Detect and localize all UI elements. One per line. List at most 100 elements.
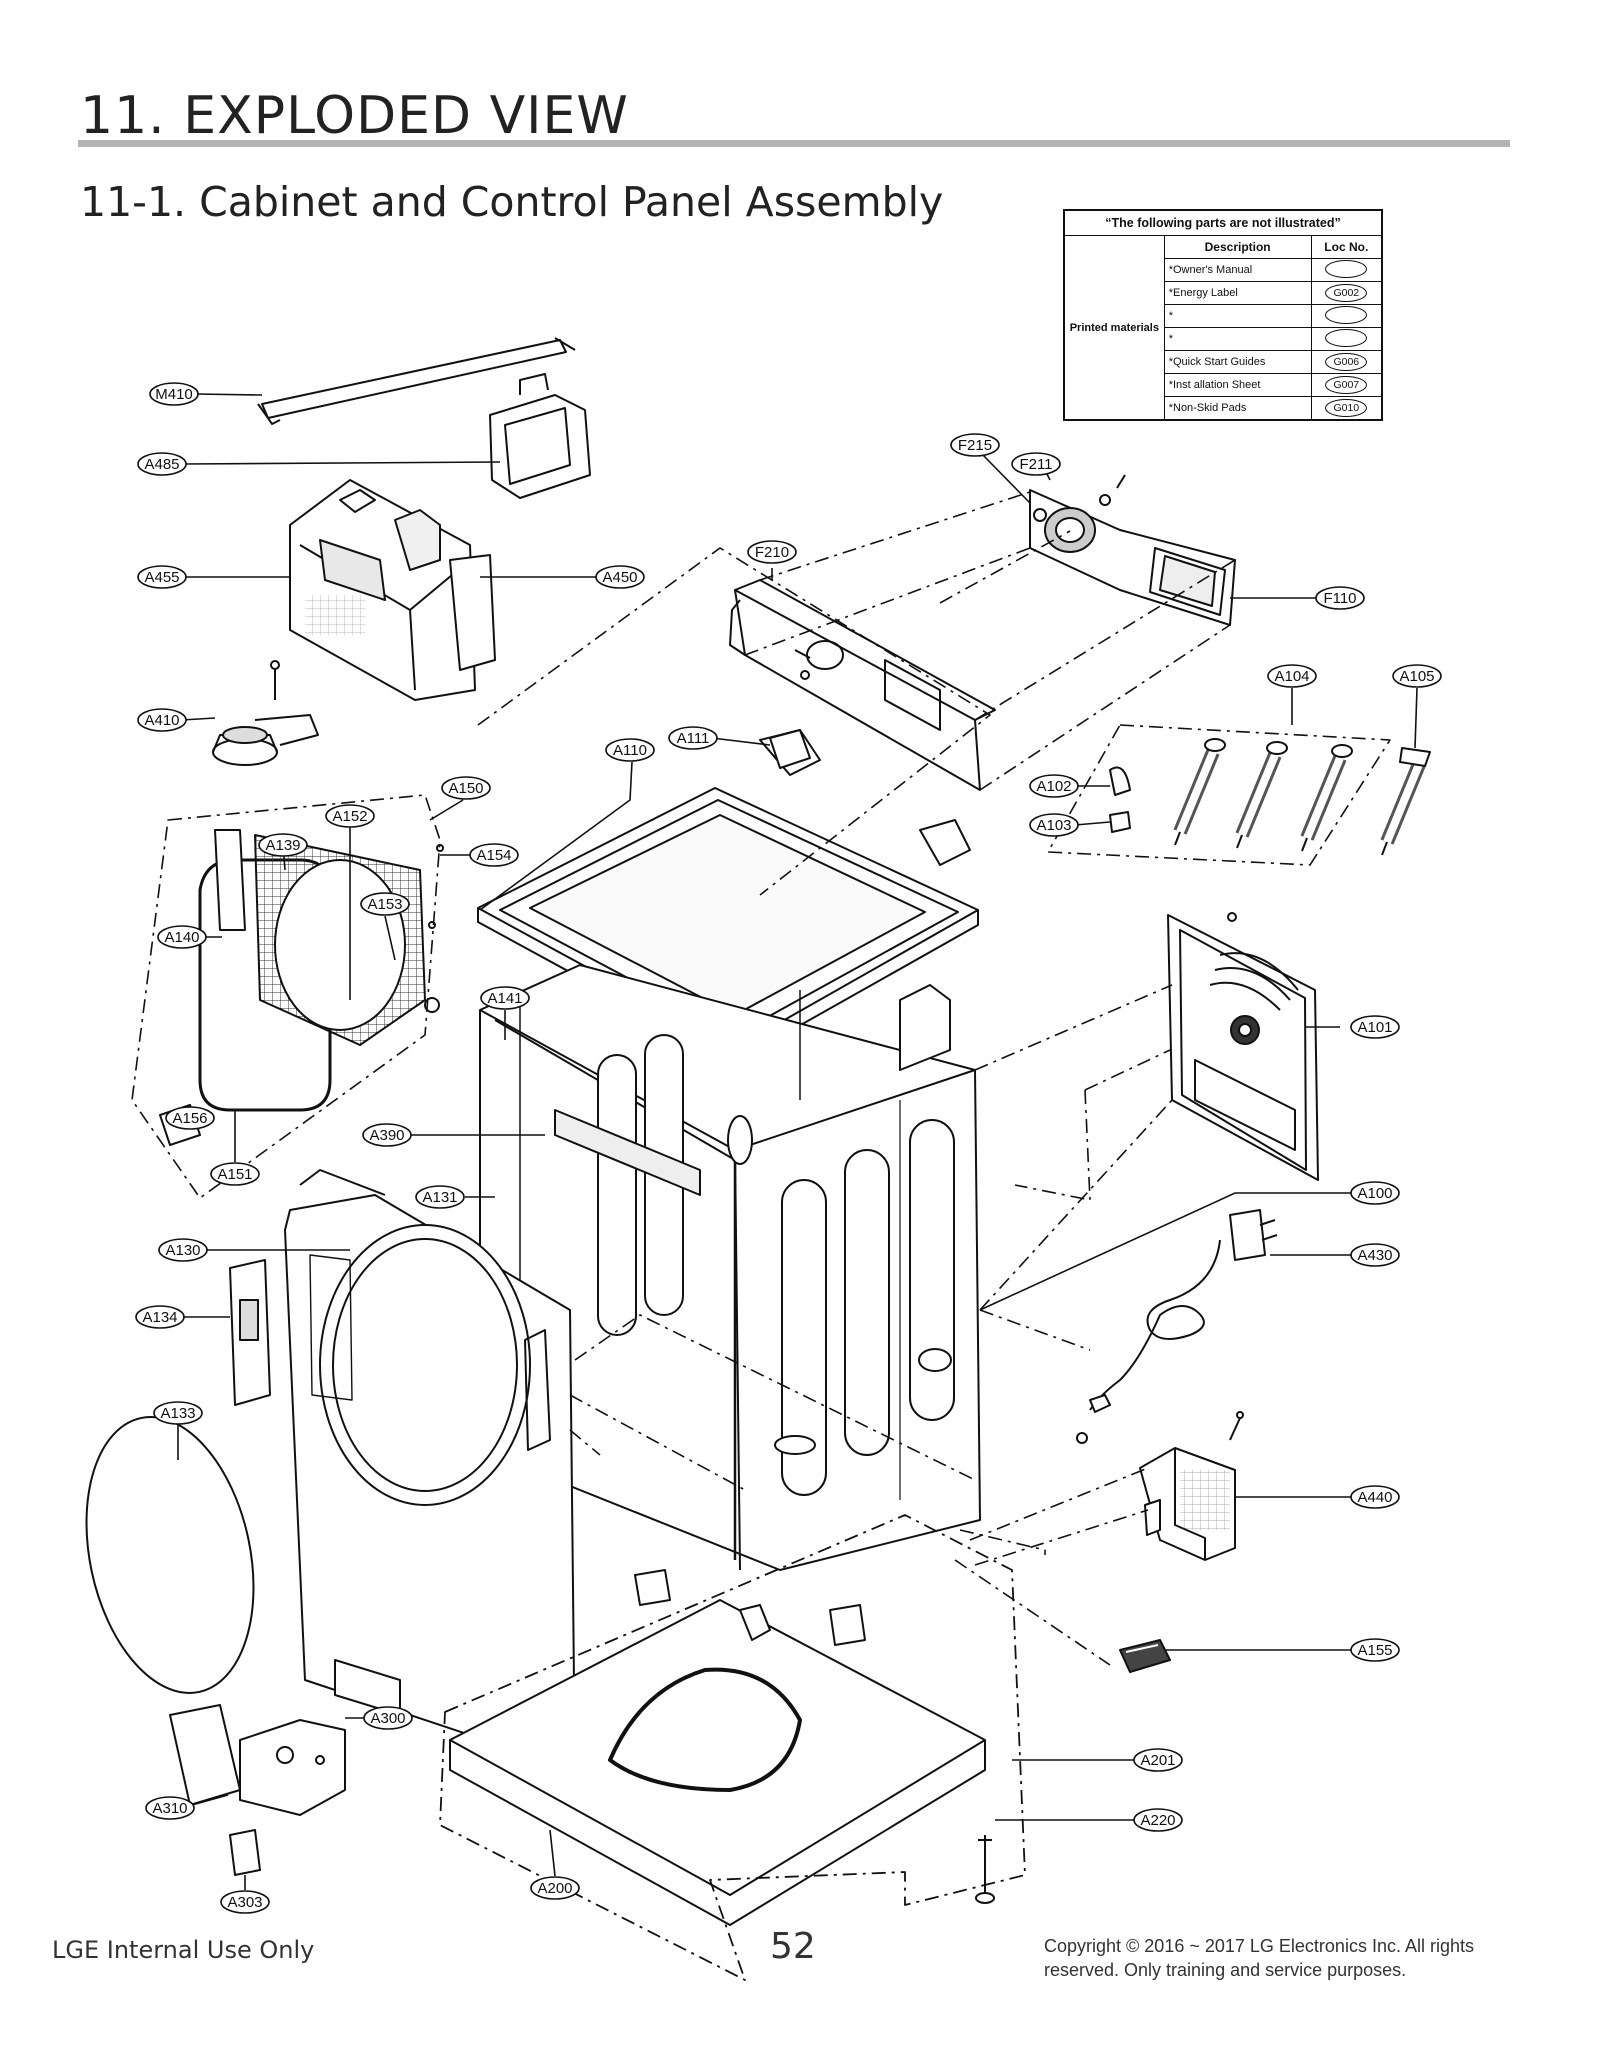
copyright-notice: Copyright © 2016 ~ 2017 LG Electronics I… <box>1044 1934 1564 1982</box>
callout-label: A455 <box>144 569 179 586</box>
loc-oval: G010 <box>1325 399 1368 417</box>
callout-a105: A105 <box>1392 664 1442 688</box>
callout-a140: A140 <box>157 925 207 949</box>
callout-label: A102 <box>1036 778 1071 795</box>
callout-label: A140 <box>164 929 199 946</box>
callout-a104: A104 <box>1267 664 1317 688</box>
callout-a103: A103 <box>1029 813 1079 837</box>
callout-f210: F210 <box>747 540 797 564</box>
callout-label: A100 <box>1357 1185 1392 1202</box>
callout-label: A200 <box>537 1880 572 1897</box>
callout-a485: A485 <box>137 452 187 476</box>
callout-a139: A139 <box>258 833 308 857</box>
parts-not-illustrated-table: “The following parts are not illustrated… <box>1063 209 1383 421</box>
noise-filter-guide-lines <box>954 1467 1149 1666</box>
callout-label: A153 <box>367 896 402 913</box>
callout-a154: A154 <box>469 843 519 867</box>
callout-label: A155 <box>1357 1642 1392 1659</box>
callout-a310: A310 <box>145 1796 195 1820</box>
callout-label: F210 <box>755 544 789 561</box>
callout-label: A440 <box>1357 1489 1392 1506</box>
col-header-description: Description <box>1163 235 1312 259</box>
table-row: *Energy Label G002 <box>1064 281 1383 305</box>
callout-label: A220 <box>1140 1812 1175 1829</box>
callout-label: A105 <box>1399 668 1434 685</box>
callout-a220: A220 <box>1133 1808 1183 1832</box>
loc-oval: G002 <box>1325 284 1368 302</box>
callout-a430: A430 <box>1350 1243 1400 1267</box>
callout-a455: A455 <box>137 565 187 589</box>
row-desc: *Non-Skid Pads <box>1163 396 1312 421</box>
section-title: 11-1. Cabinet and Control Panel Assembly <box>80 178 944 226</box>
callout-label: A485 <box>144 456 179 473</box>
callout-label: A201 <box>1140 1752 1175 1769</box>
door-hinge-part <box>229 1259 271 1406</box>
callout-a450: A450 <box>595 565 645 589</box>
row-desc: *Quick Start Guides <box>1163 350 1312 374</box>
pcb-bracket-part <box>489 373 591 499</box>
callout-label: A310 <box>152 1800 187 1817</box>
callout-a201: A201 <box>1133 1748 1183 1772</box>
filter-assembly-part <box>169 1704 346 1876</box>
callout-a390: A390 <box>362 1123 412 1147</box>
callout-label: A133 <box>160 1405 195 1422</box>
callout-label: A430 <box>1357 1247 1392 1264</box>
page-number: 52 <box>770 1926 816 1967</box>
callout-f215: F215 <box>950 433 1000 457</box>
table-group-label: Printed materials <box>1063 235 1165 421</box>
base-frame-part <box>439 1514 1026 1981</box>
cabinet-part <box>479 964 981 1571</box>
row-desc: * <box>1163 327 1312 351</box>
table-row: * <box>1064 304 1383 328</box>
callout-f211: F211 <box>1011 452 1061 476</box>
callout-label: A104 <box>1274 668 1309 685</box>
callout-a410: A410 <box>137 708 187 732</box>
loc-oval <box>1325 259 1368 278</box>
door-glass-part <box>85 1416 255 1694</box>
table-row: *Non-Skid Pads G010 <box>1064 396 1383 421</box>
callout-label: M410 <box>155 386 193 403</box>
title-divider <box>78 140 1510 147</box>
clip-parts <box>1109 766 1131 833</box>
callout-label: A151 <box>217 1166 252 1183</box>
callout-a133: A133 <box>153 1401 203 1425</box>
copyright-line-2: reserved. Only training and service purp… <box>1044 1960 1407 1980</box>
table-caption: “The following parts are not illustrated… <box>1063 209 1383 236</box>
callout-a303: A303 <box>220 1890 270 1914</box>
row-desc: *Energy Label <box>1163 281 1312 305</box>
callout-a440: A440 <box>1350 1485 1400 1509</box>
callout-a110: A110 <box>605 738 655 762</box>
callout-a200: A200 <box>530 1876 580 1900</box>
callout-a155: A155 <box>1350 1638 1400 1662</box>
callout-a130: A130 <box>158 1238 208 1262</box>
callout-label: A410 <box>144 712 179 729</box>
noise-filter-part <box>1139 1411 1244 1561</box>
base-guide-lines <box>569 1314 976 1491</box>
callout-label: F211 <box>1019 456 1052 473</box>
callout-label: A139 <box>265 837 300 854</box>
callout-label: A154 <box>476 847 511 864</box>
base-screw-part <box>975 1835 995 1904</box>
callout-label: A141 <box>487 990 522 1007</box>
callout-a156: A156 <box>165 1106 215 1130</box>
callout-label: A303 <box>227 1894 262 1911</box>
callout-label: A156 <box>172 1110 207 1127</box>
power-cord-part <box>1076 1209 1278 1444</box>
leveling-feet-part <box>1047 724 1431 866</box>
callout-a111: A111 <box>668 726 718 750</box>
page-title: 11. EXPLODED VIEW <box>80 86 629 146</box>
top-holder-part <box>769 729 811 769</box>
loc-oval: G007 <box>1325 376 1368 394</box>
callout-a102: A102 <box>1029 774 1079 798</box>
callout-a152: A152 <box>325 804 375 828</box>
table-row: *Inst allation Sheet G007 <box>1064 373 1383 397</box>
callout-m410: M410 <box>149 382 199 406</box>
control-panel-guide-lines <box>744 491 1236 791</box>
callout-label: A134 <box>142 1309 177 1326</box>
loc-oval <box>1325 328 1368 347</box>
callout-a153: A153 <box>360 892 410 916</box>
control-panel-frame-part <box>1029 474 1236 626</box>
top-bracket-part <box>257 337 576 425</box>
